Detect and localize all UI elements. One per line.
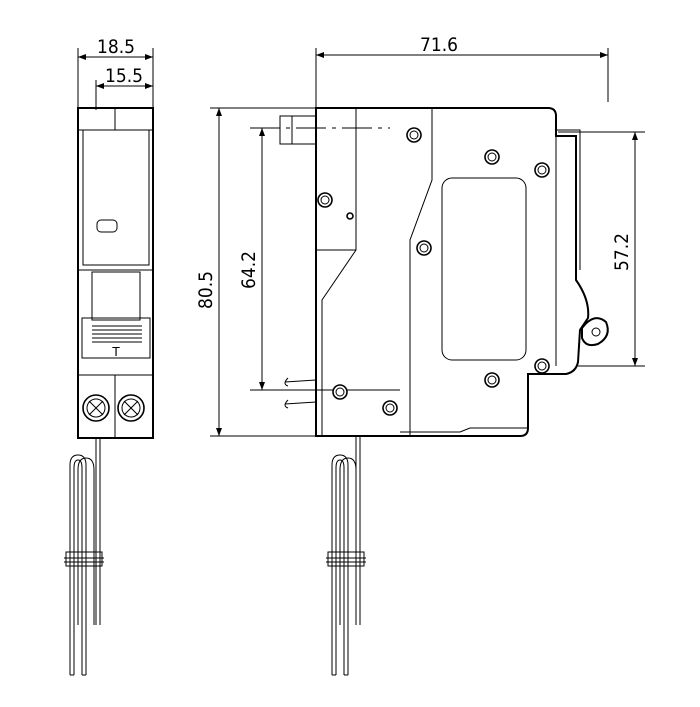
dim-label-57-2: 57.2 xyxy=(611,233,633,271)
side-view: 71.6 80.5 64.2 57.2 xyxy=(195,34,645,676)
wire-bundle-front xyxy=(64,438,104,676)
wire-bundle-side xyxy=(326,436,366,676)
rivet-hole xyxy=(406,127,422,143)
label-window xyxy=(441,177,527,361)
rivet-hole xyxy=(416,240,432,256)
screw-terminal-icon xyxy=(117,394,145,422)
rivet-hole xyxy=(484,372,500,388)
rivet-hole xyxy=(382,400,398,416)
rivet-hole xyxy=(534,162,550,178)
front-view: 18.5 15.5 T xyxy=(64,36,154,676)
side-body xyxy=(315,107,590,437)
rivet-hole xyxy=(534,358,550,374)
test-button-icon xyxy=(581,317,609,347)
dim-label-15-5: 15.5 xyxy=(105,65,143,87)
dim-label-71-6: 71.6 xyxy=(420,34,458,56)
rivet-hole xyxy=(332,384,348,400)
rivet-hole xyxy=(484,149,500,165)
trip-lever-icon xyxy=(81,317,151,359)
screw-terminal-icon xyxy=(82,394,110,422)
svg-text:T: T xyxy=(111,345,120,359)
dim-label-18-5: 18.5 xyxy=(97,36,135,58)
indicator-window xyxy=(96,219,118,233)
top-clip xyxy=(279,115,317,145)
rivet-holes xyxy=(317,127,550,416)
dim-label-80-5: 80.5 xyxy=(195,271,217,309)
rivet-hole xyxy=(317,192,333,208)
dim-label-64-2: 64.2 xyxy=(238,251,260,289)
